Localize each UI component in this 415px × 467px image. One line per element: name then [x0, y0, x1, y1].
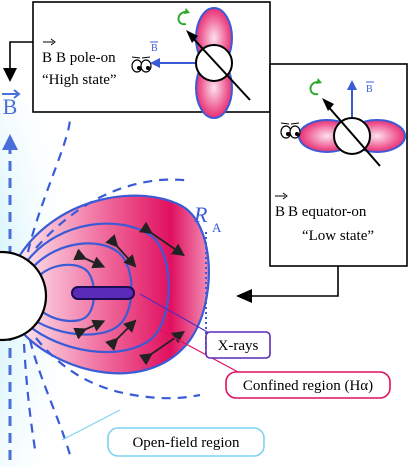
open-field-line-2 — [35, 178, 191, 249]
eq-b-small-label: B — [366, 84, 373, 95]
star-disk — [0, 250, 48, 342]
motion-arrow-6 — [73, 319, 106, 340]
svg-text:B: B — [42, 50, 52, 66]
inset-equator-on: B B B equator-on “Low state” — [269, 63, 408, 267]
eq-label-line2: “Low state” — [302, 228, 374, 244]
b-axis-arrowhead — [2, 134, 18, 150]
motion-arrow-3 — [105, 234, 137, 268]
confined-label: Confined region (Hα) — [243, 378, 373, 394]
motion-arrow-4 — [105, 319, 137, 351]
inset-pole-connector-arrowhead — [3, 68, 17, 82]
b-axis-label: B — [3, 94, 18, 119]
closed-loop-outer — [19, 194, 210, 375]
alfven-radius-subscript: A — [212, 220, 222, 235]
motion-arrow-1 — [139, 221, 185, 257]
xray-label: X-rays — [218, 338, 259, 354]
confined-label-box — [225, 371, 391, 399]
eq-connector-arrowhead — [236, 289, 252, 303]
eq-connector-line — [248, 266, 339, 297]
motion-arrow-5 — [73, 248, 106, 269]
inset-pole-on: B B pole-on B “High state” — [3, 1, 271, 119]
eq-rotation-axis — [325, 103, 381, 167]
open-field-label-box — [107, 427, 265, 457]
inset-equator-frame — [269, 63, 408, 267]
xray-callout-line — [139, 293, 219, 339]
motion-arrows — [73, 221, 185, 366]
xray-label-box — [205, 331, 271, 359]
eq-label-line1: B equator-on — [288, 204, 367, 220]
confined-callout-line — [159, 329, 239, 373]
rotation-arrow-icon — [177, 11, 187, 26]
pole-label-line1: B pole-on — [56, 50, 116, 66]
alfven-radius-label: R — [193, 202, 208, 227]
eyes-icon — [131, 56, 152, 73]
b-axis-vector-tip — [13, 89, 21, 99]
open-field-label: Open-field region — [132, 435, 240, 451]
eq-b-arrowhead — [347, 80, 357, 90]
xray-emission-bar — [71, 286, 135, 300]
pole-rotation-axis — [189, 34, 251, 101]
motion-arrow-2 — [139, 330, 185, 366]
open-field-line-5 — [22, 343, 38, 456]
svg-text:B: B — [275, 204, 285, 220]
pole-b-small-label: B — [151, 43, 158, 54]
pole-label-line2: “High state” — [42, 72, 117, 88]
open-field-line-4 — [35, 337, 201, 400]
open-field-line-1 — [26, 117, 72, 253]
open-field-callout-line — [61, 409, 121, 441]
eq-rotation-arrow-icon — [309, 81, 319, 96]
inset-pole-connector — [9, 41, 33, 72]
pole-b-arrowhead — [150, 58, 160, 68]
closed-loop-3 — [27, 222, 170, 354]
eq-eyes-icon — [280, 122, 301, 139]
